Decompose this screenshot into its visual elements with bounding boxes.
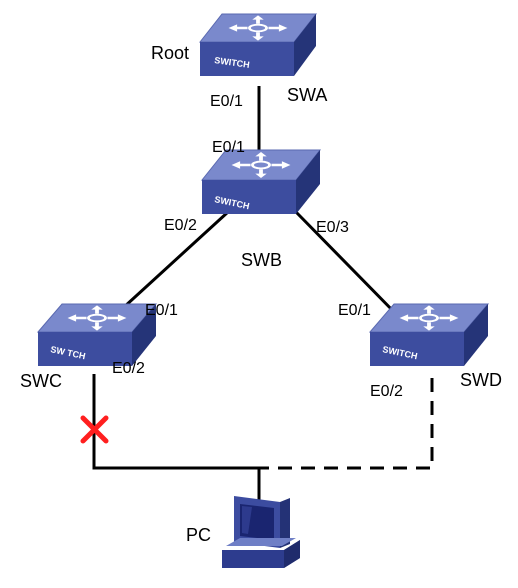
desktop-computer-icon — [222, 496, 300, 568]
swd-port-down-label: E0/2 — [370, 383, 403, 400]
link-swd-pc-standby — [259, 378, 434, 470]
network-switch-icon: SWITCH — [200, 149, 322, 214]
switch-face-label: SWITCH — [214, 55, 251, 70]
pc-name-label: PC — [186, 525, 212, 545]
link-swc-pc-failed — [92, 374, 261, 500]
swc-port-down-label: E0/2 — [112, 360, 145, 377]
link-swb-swd — [294, 210, 402, 320]
swb-port-up-label: E0/1 — [212, 139, 245, 156]
root-label: Root — [151, 43, 190, 63]
red-x-icon — [80, 415, 109, 444]
swa-port-label: E0/1 — [210, 93, 243, 110]
link-swb-swc — [110, 210, 230, 320]
swd-name-label: SWD — [460, 370, 502, 390]
network-switch-icon: SW TCH — [36, 303, 158, 366]
network-switch-icon: SWITCH — [368, 303, 490, 366]
swb-port-right-label: E0/3 — [316, 219, 349, 236]
swa-name-label: SWA — [287, 85, 328, 105]
network-switch-icon: SWITCH — [198, 13, 318, 76]
swd-port-up-label: E0/1 — [338, 302, 371, 319]
swc-port-up-label: E0/1 — [145, 302, 178, 319]
swb-name-label: SWB — [241, 250, 283, 270]
swc-name-label: SWC — [20, 371, 62, 391]
swb-port-left-label: E0/2 — [164, 217, 197, 234]
